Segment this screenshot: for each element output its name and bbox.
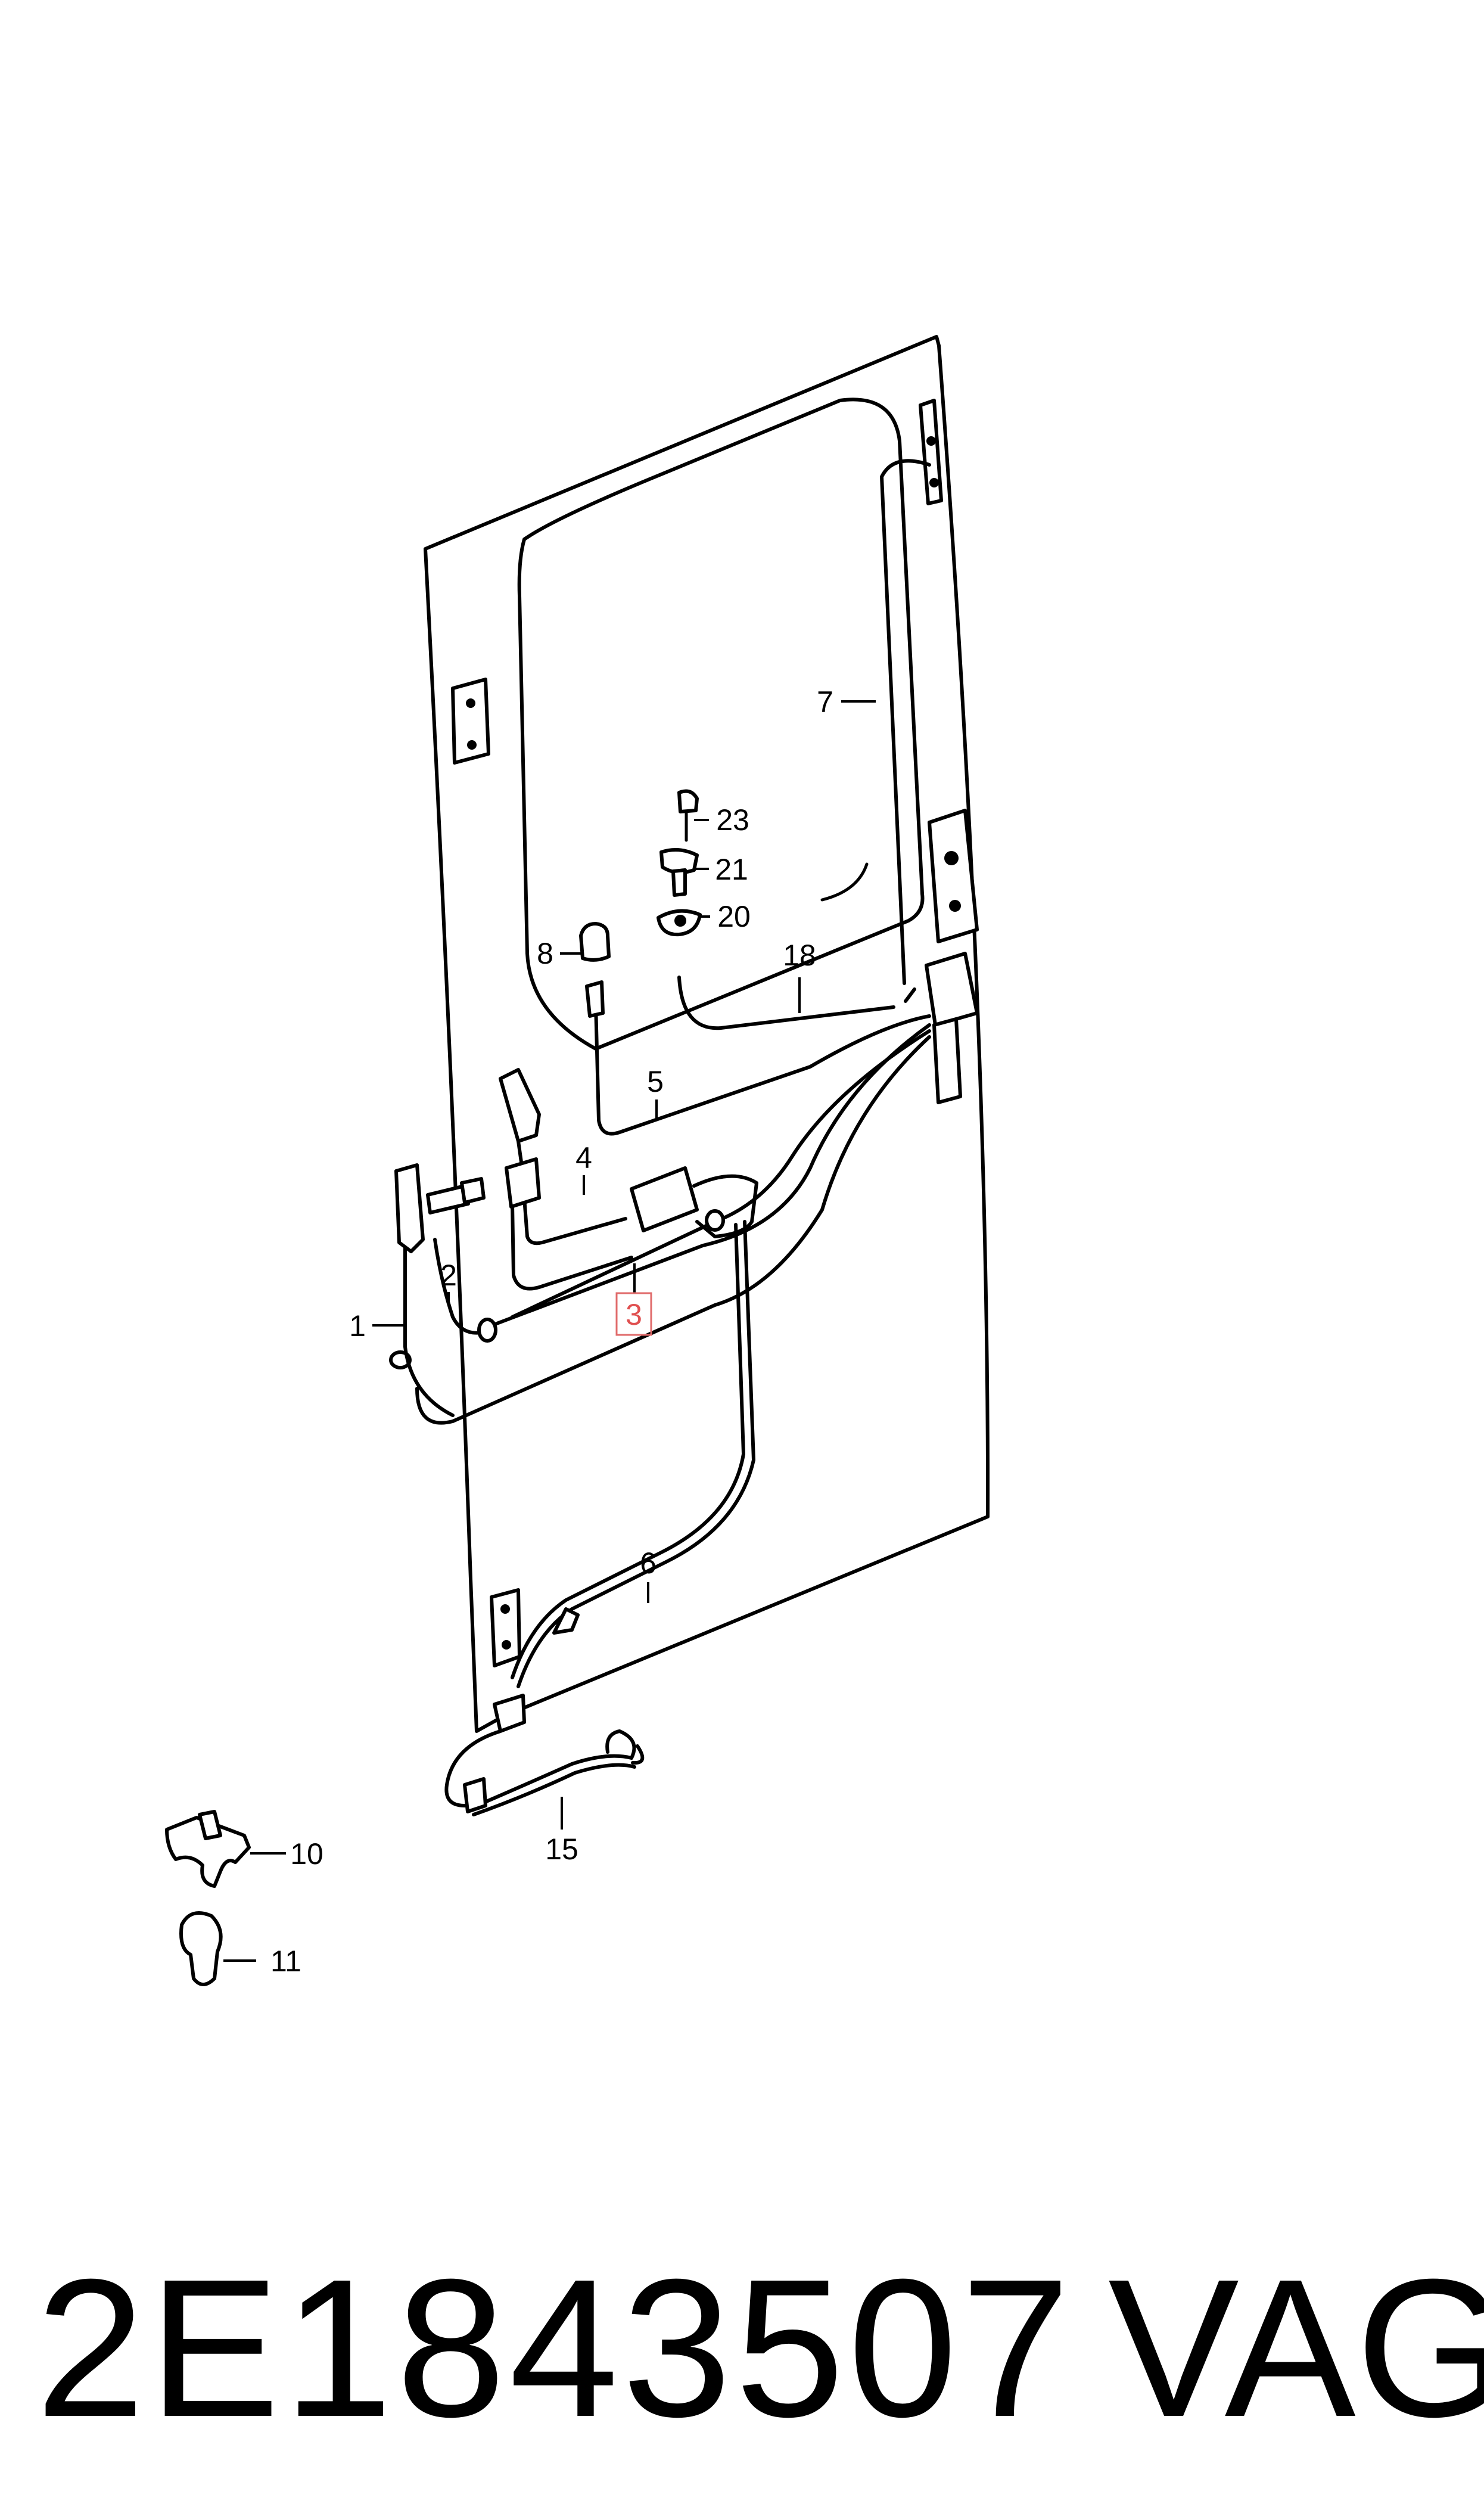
caption-bar: 2E1843507 VAG bbox=[0, 2229, 1484, 2479]
callout-3: 3 bbox=[626, 1298, 642, 1331]
callout-labels: 7 23 21 20 8 18 5 4 3 2 1 6 15 10 11 bbox=[270, 685, 833, 1978]
leader-lines bbox=[223, 700, 876, 1962]
callout-15: 15 bbox=[545, 1832, 578, 1866]
callout-21: 21 bbox=[715, 853, 748, 886]
callout-2: 2 bbox=[440, 1259, 457, 1292]
door-wiring-diagram: 7 23 21 20 8 18 5 4 3 2 1 6 15 10 11 bbox=[165, 335, 990, 1986]
callout-8: 8 bbox=[537, 937, 553, 970]
callout-11: 11 bbox=[270, 1945, 301, 1978]
callout-23: 23 bbox=[716, 803, 749, 837]
callout-18: 18 bbox=[783, 939, 816, 972]
callout-5: 5 bbox=[647, 1065, 664, 1098]
callout-6: 6 bbox=[640, 1546, 657, 1580]
loose-parts bbox=[165, 789, 702, 1986]
part-number: 2E1843507 bbox=[36, 2238, 1074, 2458]
callout-20: 20 bbox=[717, 900, 751, 933]
wiring-harness bbox=[389, 459, 979, 1816]
callout-4: 4 bbox=[575, 1141, 592, 1175]
callout-3-highlight bbox=[615, 1292, 652, 1336]
callout-10: 10 bbox=[290, 1837, 323, 1871]
callout-1: 1 bbox=[349, 1309, 366, 1343]
callout-7: 7 bbox=[817, 685, 833, 719]
brand-name: VAG bbox=[1108, 2238, 1484, 2458]
